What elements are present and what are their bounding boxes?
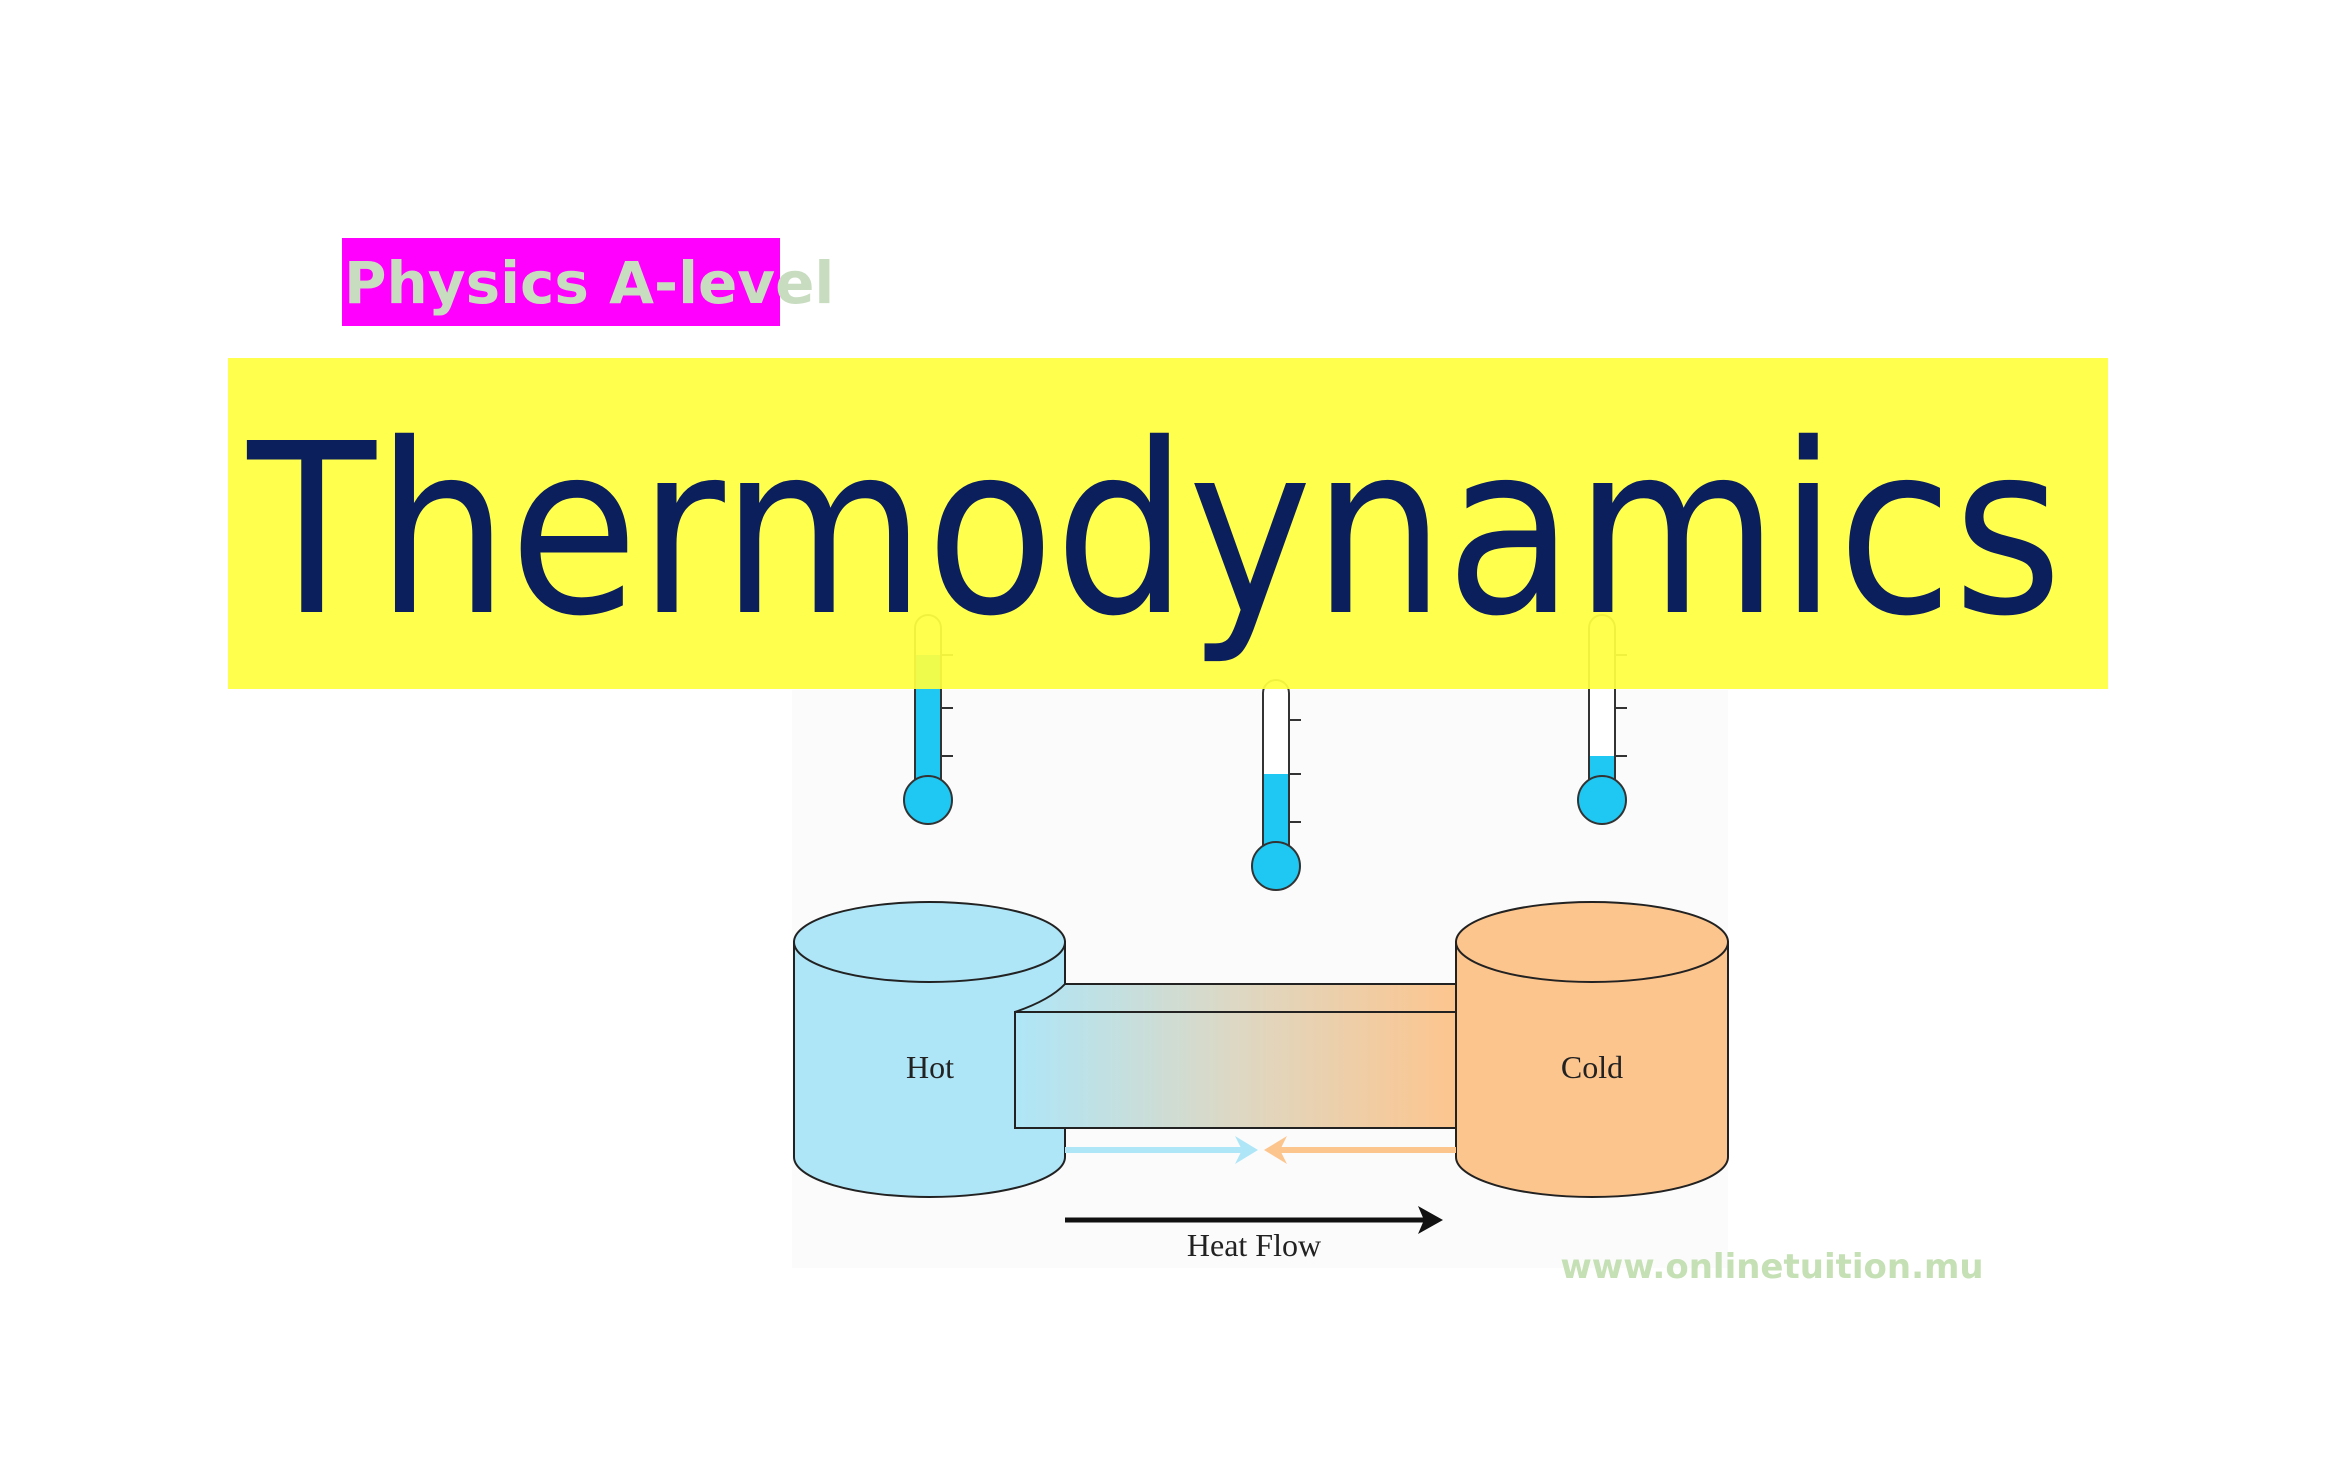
hot-reservoir (793, 901, 1066, 1198)
heat-flow-label: Heat Flow (1187, 1227, 1321, 1263)
title-banner: Thermodynamics (228, 358, 2108, 689)
subtitle-text: Physics A-level (344, 249, 834, 317)
cold-label: Cold (1561, 1049, 1623, 1085)
hot-arrow (1065, 1136, 1258, 1164)
cold-arrow (1264, 1136, 1456, 1164)
conducting-bar (1014, 983, 1457, 1129)
subtitle-badge: Physics A-level (342, 238, 834, 326)
cold-reservoir (1455, 901, 1729, 1198)
website-link[interactable]: www.onlinetuition.mu (1560, 1247, 1983, 1287)
title-text: Thermodynamics (247, 393, 2063, 668)
thermometer-middle (1251, 679, 1301, 891)
heat-flow-arrow (1065, 1206, 1443, 1234)
hot-label: Hot (906, 1049, 954, 1085)
